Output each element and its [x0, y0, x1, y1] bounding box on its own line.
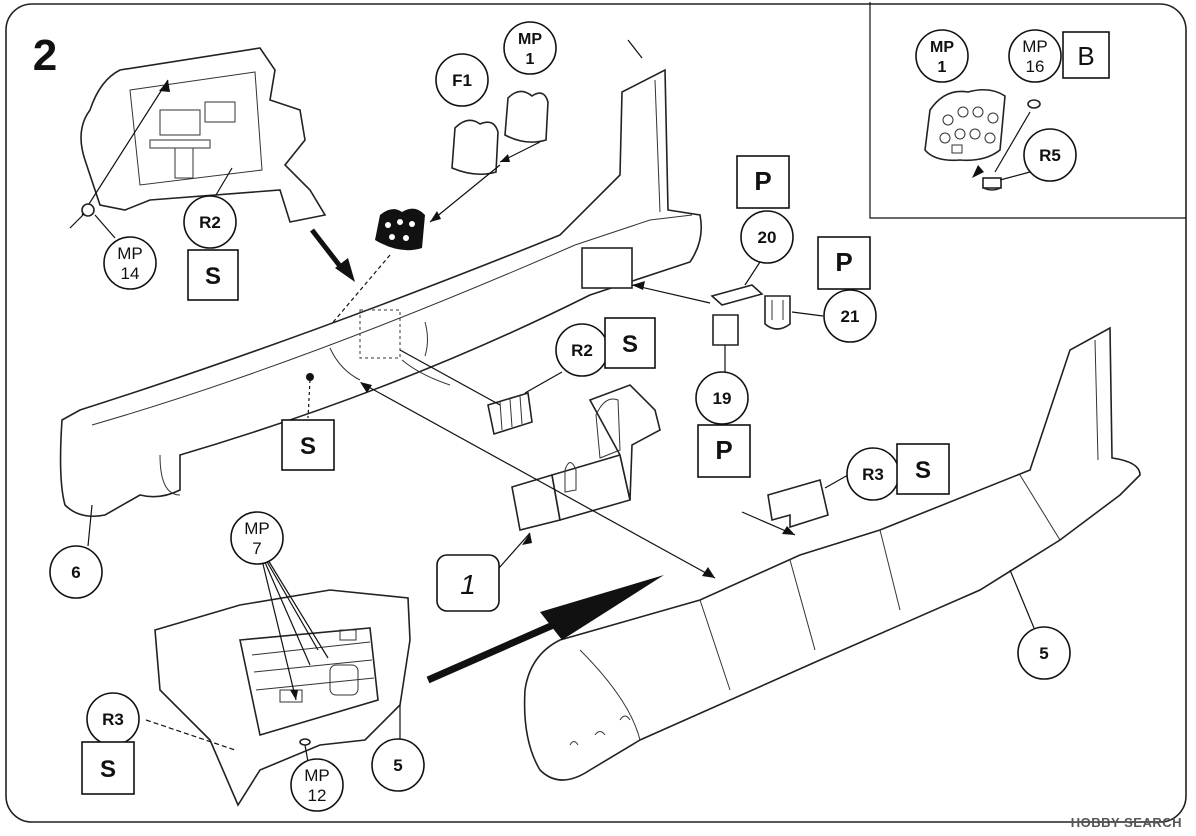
- svg-text:14: 14: [121, 264, 140, 283]
- callout-6: 6: [49, 545, 103, 599]
- svg-text:B: B: [1077, 41, 1094, 71]
- part-r2-panel-shape: [487, 391, 533, 436]
- box-p-21: P: [817, 236, 871, 290]
- svg-text:F1: F1: [452, 71, 472, 90]
- svg-text:S: S: [300, 433, 316, 460]
- svg-text:R2: R2: [199, 213, 221, 232]
- detail-cockpit-side: [69, 47, 327, 239]
- svg-text:R2: R2: [571, 341, 593, 360]
- svg-text:21: 21: [841, 307, 860, 326]
- callout-mp12: MP 12: [290, 758, 344, 812]
- svg-text:P: P: [835, 247, 852, 277]
- svg-text:R5: R5: [1039, 146, 1061, 165]
- box-s-bottom: S: [81, 741, 135, 795]
- callout-f1: F1: [435, 53, 489, 107]
- inset-box-b: B: [1062, 31, 1110, 79]
- box-s-top: S: [187, 249, 239, 301]
- inset-callout-r5: R5: [1023, 128, 1077, 182]
- svg-text:MP: MP: [1022, 37, 1048, 56]
- part-20-shape: [710, 284, 764, 306]
- callout-5-bottom: 5: [371, 738, 425, 792]
- svg-text:MP: MP: [304, 766, 330, 785]
- callout-20: 20: [740, 210, 794, 264]
- svg-text:S: S: [205, 263, 221, 290]
- svg-text:MP: MP: [930, 39, 954, 56]
- inset-callout-mp16: MP 16: [1008, 29, 1062, 83]
- svg-text:S: S: [915, 457, 931, 484]
- callout-r3-bottom: R3: [86, 692, 140, 746]
- svg-text:5: 5: [1039, 644, 1048, 663]
- panel-mp1-shape: [504, 90, 549, 143]
- step-number: 2: [33, 31, 57, 80]
- detail-cockpit-bottom: [145, 559, 411, 807]
- svg-text:16: 16: [1026, 57, 1045, 76]
- arrow-detail-to-fuselage: [310, 228, 355, 282]
- cockpit-tub-shape: [511, 384, 661, 531]
- box-s-left: S: [281, 419, 335, 471]
- callout-mp14: MP 14: [103, 236, 157, 290]
- callout-21: 21: [823, 289, 877, 343]
- svg-text:5: 5: [393, 756, 402, 775]
- watermark: HOBBY SEARCH: [1070, 815, 1182, 830]
- panel-f1-shape: [451, 119, 499, 176]
- svg-text:1: 1: [938, 59, 947, 76]
- arrow-detail-to-fuselage-5: [426, 575, 664, 684]
- svg-text:1: 1: [460, 569, 476, 600]
- part-r5-shape: [982, 177, 1002, 191]
- svg-text:20: 20: [758, 228, 777, 247]
- svg-text:19: 19: [713, 389, 732, 408]
- svg-text:MP: MP: [117, 244, 143, 263]
- fuselage-half-5: [523, 326, 1141, 781]
- inset-panel: MP 1 MP 16 B R5: [869, 2, 1186, 219]
- callout-r3-right: R3: [846, 447, 900, 501]
- svg-text:1: 1: [526, 51, 535, 68]
- box-p-20: P: [736, 155, 790, 209]
- fuselage-half-6: [59, 68, 703, 518]
- svg-text:P: P: [754, 166, 771, 196]
- box-s-right: S: [896, 443, 950, 495]
- svg-text:12: 12: [308, 786, 327, 805]
- part-21-shape: [764, 295, 791, 330]
- svg-text:P: P: [715, 435, 732, 465]
- page-frame: [5, 3, 1187, 823]
- svg-text:R3: R3: [862, 465, 884, 484]
- svg-text:S: S: [100, 756, 116, 783]
- callout-5-right: 5: [1017, 626, 1071, 680]
- box-p-19: P: [697, 424, 751, 478]
- svg-text:R3: R3: [102, 710, 124, 729]
- svg-text:S: S: [622, 331, 638, 358]
- callout-19: 19: [695, 371, 749, 425]
- reference-step-1: 1: [436, 554, 500, 612]
- callout-mp7: MP 7: [230, 511, 284, 565]
- svg-text:6: 6: [71, 563, 80, 582]
- svg-text:7: 7: [252, 539, 261, 558]
- svg-text:MP: MP: [518, 31, 542, 48]
- part-19-shape: [712, 314, 739, 346]
- callout-mp1-top: MP 1: [503, 21, 557, 75]
- svg-text:MP: MP: [244, 519, 270, 538]
- box-s-mid: S: [604, 317, 656, 369]
- callout-r2-mid: R2: [555, 323, 609, 377]
- callout-r2-top: R2: [183, 195, 237, 249]
- panel-assembled: [375, 208, 425, 251]
- inset-callout-mp1: MP 1: [915, 29, 969, 83]
- part-r3-shape: [767, 478, 829, 529]
